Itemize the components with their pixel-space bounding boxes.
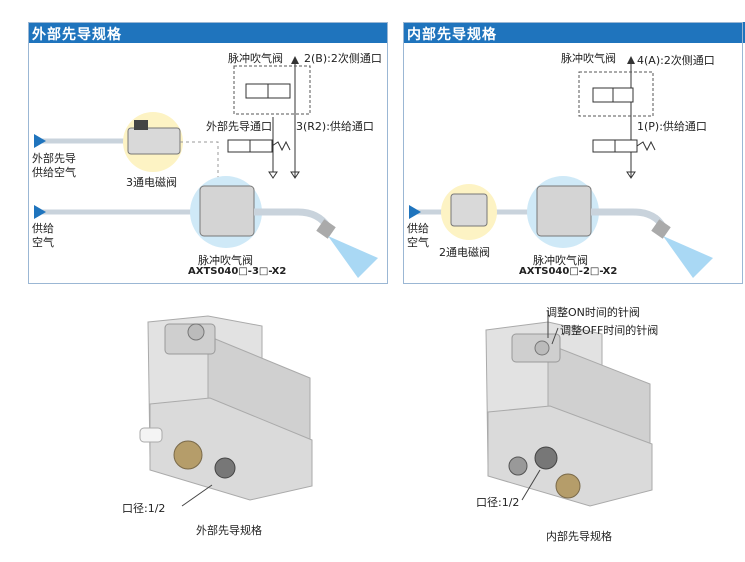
- port-b-arrow: [291, 56, 299, 64]
- pulse-valve-label: 脉冲吹气阀: [561, 52, 616, 65]
- port-b-label: 2(B):2次侧通口: [304, 52, 382, 65]
- external-pilot-diagram: [28, 22, 388, 284]
- model-label: AXTS040□-2□-X2: [519, 266, 618, 277]
- nozzle-icon: [651, 219, 671, 239]
- panel-title: 内部先导规格: [407, 27, 497, 43]
- panel-header: 外部先导规格: [28, 22, 388, 43]
- needle-off-label: 调整OFF时间的针阀: [560, 324, 659, 337]
- solenoid-label: 3通电磁阀: [126, 176, 177, 189]
- valve-symbol-box2: [612, 87, 634, 103]
- solenoid-coil: [134, 120, 148, 130]
- pilot-port-label: 外部先导通口: [206, 120, 272, 133]
- pulse-valve-bottom-label: 脉冲吹气阀: [198, 254, 253, 267]
- model-label: AXTS040□-3□-X2: [188, 266, 287, 277]
- left-photo-caption: 外部先导规格: [196, 524, 262, 537]
- right-bore-label: 口径:1/2: [476, 496, 520, 509]
- air-blow-jet: [328, 236, 378, 278]
- panel-header: 内部先导规格: [403, 22, 745, 43]
- right-valve-photo: [485, 310, 653, 507]
- left-valve-photo: [139, 315, 313, 507]
- pulse-valve-bottom-label: 脉冲吹气阀: [533, 254, 588, 267]
- exhaust-symbol: [268, 171, 278, 179]
- needle-on-label: 调整ON时间的针阀: [546, 306, 640, 319]
- port-r2-label: 3(R2):供给通口: [296, 120, 374, 133]
- pulse-valve-label: 脉冲吹气阀: [228, 52, 283, 65]
- port-a-label: 4(A):2次侧通口: [637, 54, 715, 67]
- external-pilot-panel: 外部先导规格 脉冲吹气阀 2(B):2次侧通: [28, 22, 388, 284]
- valve-symbol-box2: [267, 83, 291, 99]
- port-opening-icon: [508, 456, 528, 476]
- panel-border: [403, 22, 743, 284]
- port-opening-icon: [214, 457, 236, 479]
- spring-icon: [636, 140, 656, 152]
- exhaust-symbol-2: [290, 171, 300, 179]
- left-bore-label: 口径:1/2: [122, 502, 166, 515]
- internal-pilot-diagram: [403, 22, 743, 284]
- solenoid-3way-icon: [127, 127, 181, 155]
- supply-air-label: 供给 空气: [407, 222, 429, 249]
- solenoid-2way-icon: [450, 193, 488, 227]
- air-blow-jet: [663, 236, 713, 278]
- pilot-air-label: 外部先导 供给空气: [32, 152, 76, 179]
- spring-icon: [271, 140, 291, 152]
- pilot-air-arrow: [34, 134, 46, 148]
- nozzle-icon: [316, 219, 336, 239]
- solenoid-label: 2通电磁阀: [439, 246, 490, 259]
- supply-air-arrow: [34, 205, 46, 219]
- right-photo-caption: 内部先导规格: [546, 530, 612, 543]
- internal-pilot-panel: 内部先导规格 脉冲吹气阀 4(A):2次侧通口 1(P):供给通口 供给 空气 …: [403, 22, 745, 284]
- pulse-valve-symbol-frame: [578, 71, 654, 117]
- pilot-dashed-line: [180, 141, 219, 192]
- supply-air-arrow: [409, 205, 421, 219]
- silencer-icon: [173, 440, 203, 470]
- supply-air-label: 供给 空气: [32, 222, 54, 249]
- silencer-icon: [555, 473, 581, 499]
- pulse-valve-symbol-frame: [233, 65, 311, 115]
- port-p-label: 1(P):供给通口: [637, 120, 707, 133]
- panel-title: 外部先导规格: [32, 27, 122, 43]
- exhaust-symbol: [626, 171, 636, 179]
- port-a-arrow: [627, 56, 635, 64]
- panel-border: [28, 22, 388, 284]
